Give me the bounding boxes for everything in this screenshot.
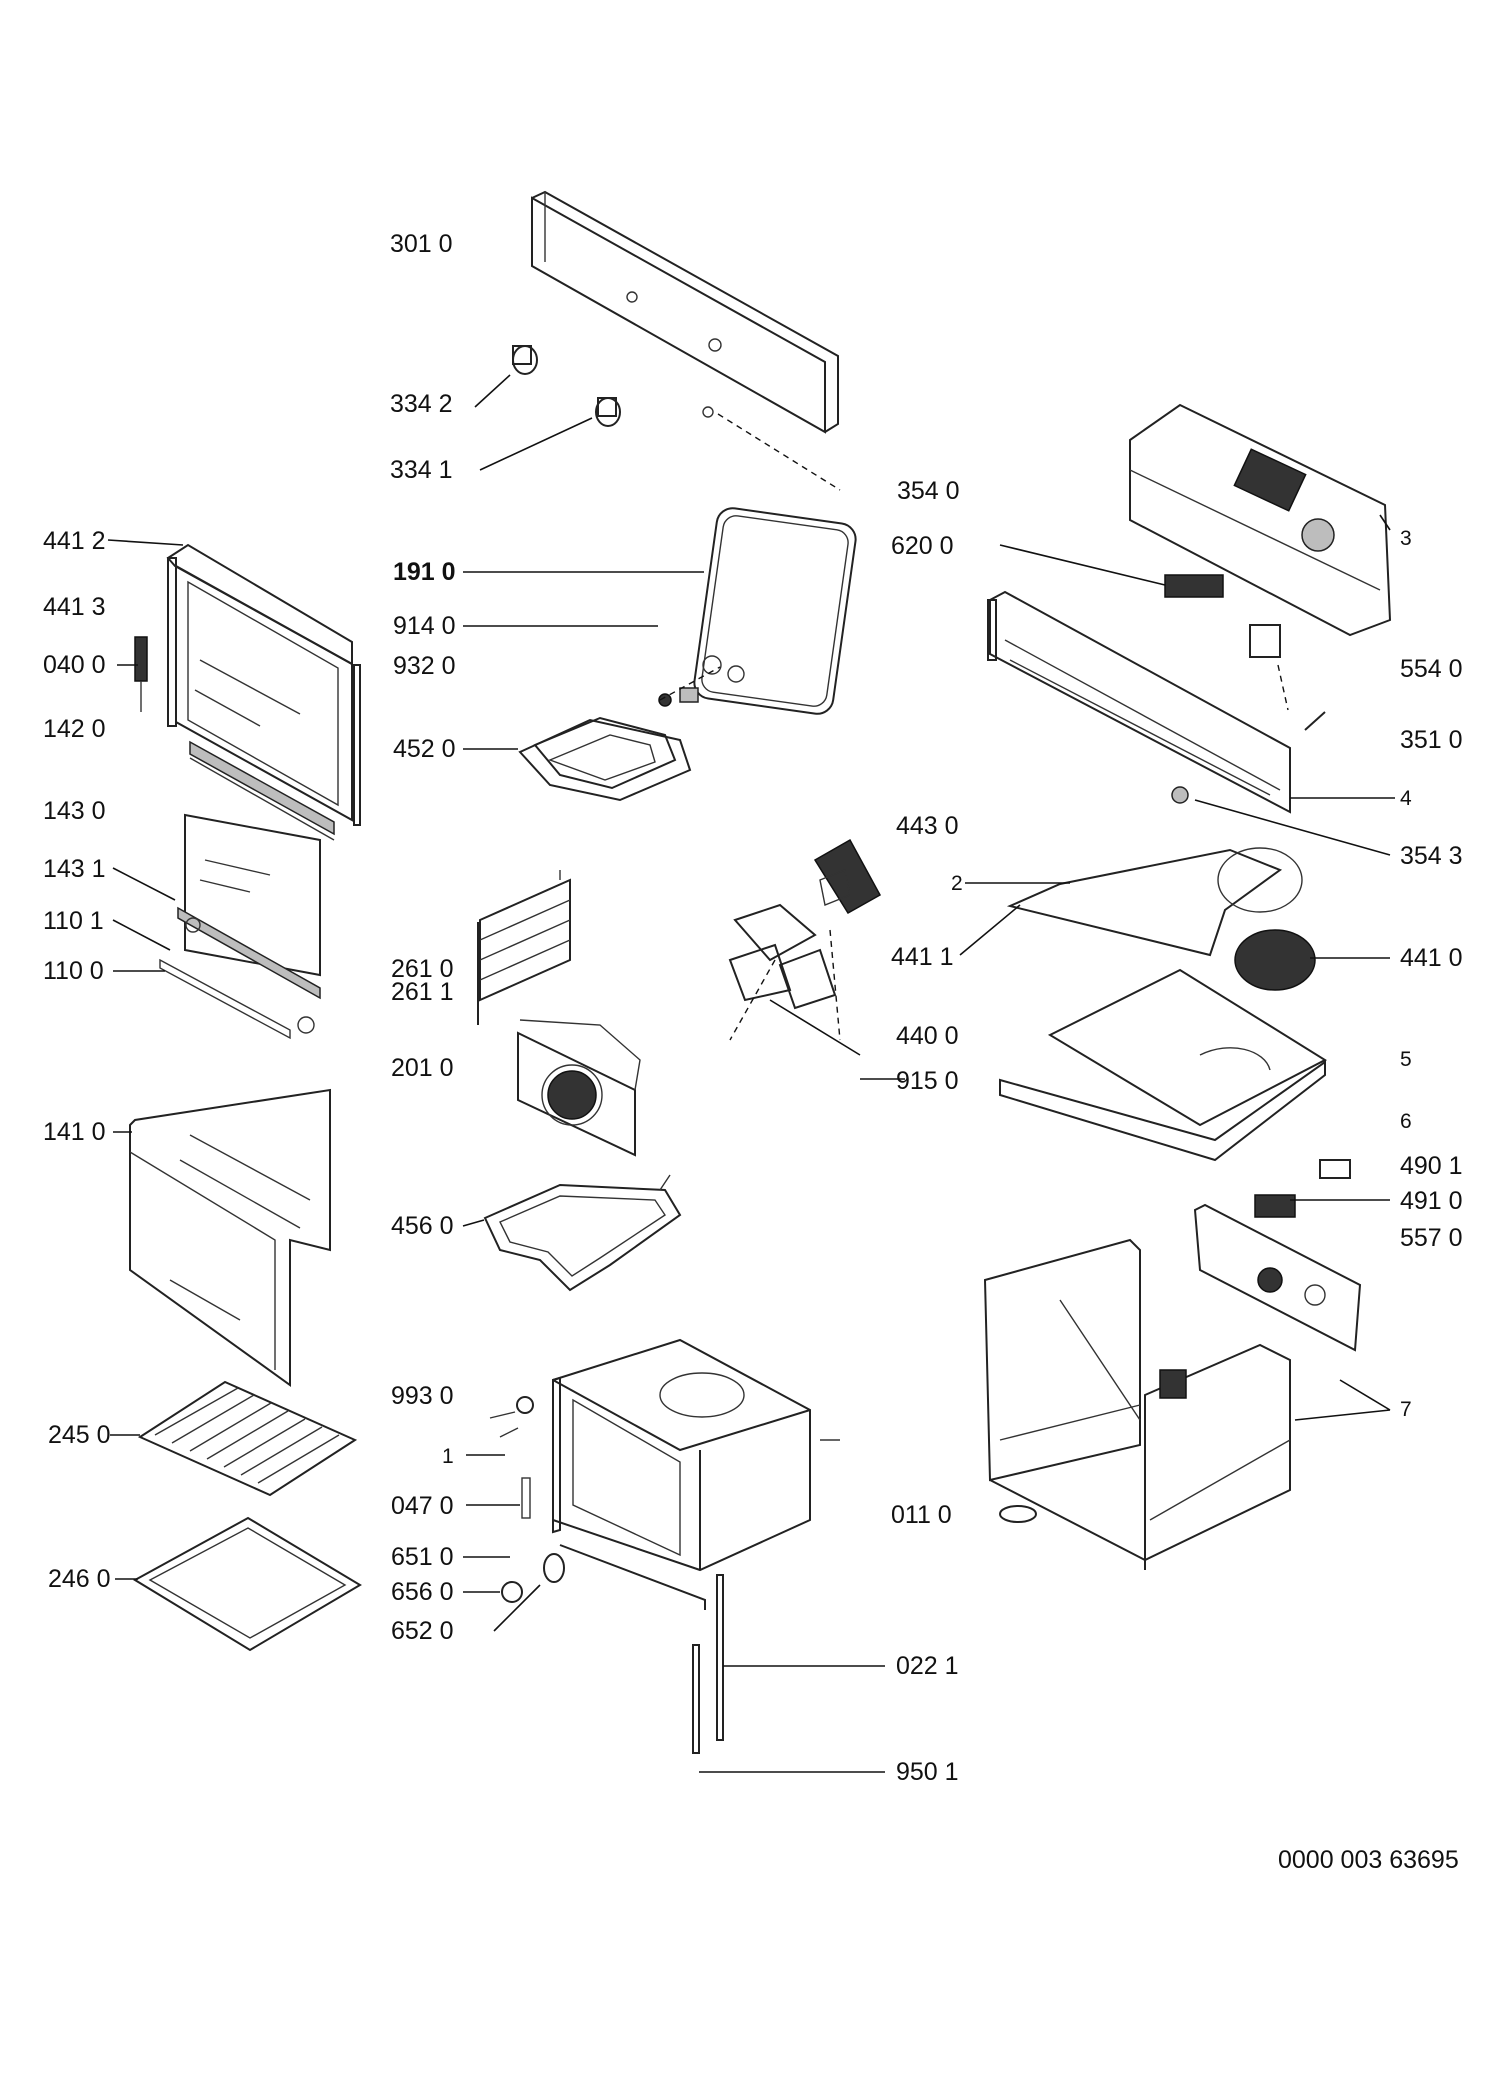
part-label-491-0: 491 0 bbox=[1400, 1187, 1463, 1215]
rear-fan-cover-part bbox=[517, 1019, 641, 1157]
part-label-652-0: 652 0 bbox=[391, 1617, 454, 1645]
part-label-261-1: 261 1 bbox=[391, 978, 454, 1006]
door-seal-part bbox=[693, 507, 857, 715]
part-label-2: 2 bbox=[951, 872, 963, 895]
part-label-5: 5 bbox=[1400, 1048, 1412, 1071]
part-label-245-0: 245 0 bbox=[48, 1421, 111, 1449]
control-knob-part bbox=[512, 345, 621, 427]
oven-cavity-part bbox=[552, 1338, 840, 1610]
oven-lamp-part bbox=[489, 1396, 565, 1603]
part-label-110-0: 110 0 bbox=[43, 957, 104, 985]
door-hinge-part bbox=[134, 636, 148, 712]
part-label-143-0: 143 0 bbox=[43, 797, 106, 825]
part-label-456-0: 456 0 bbox=[391, 1212, 454, 1240]
shelf-support-part bbox=[477, 870, 571, 1025]
grill-element-part bbox=[518, 655, 745, 802]
part-label-452-0: 452 0 bbox=[393, 735, 456, 763]
part-label-334-1: 334 1 bbox=[390, 456, 453, 484]
fan-housing-part bbox=[1006, 847, 1316, 991]
part-label-4: 4 bbox=[1400, 787, 1412, 810]
part-label-141-0: 141 0 bbox=[43, 1118, 106, 1146]
part-label-950-1: 950 1 bbox=[896, 1758, 959, 1786]
part-label-620-0: 620 0 bbox=[891, 532, 954, 560]
control-panel-part bbox=[531, 190, 841, 491]
part-label-490-1: 490 1 bbox=[1400, 1152, 1463, 1180]
part-label-3: 3 bbox=[1400, 527, 1412, 550]
part-label-142-0: 142 0 bbox=[43, 715, 106, 743]
part-label-7: 7 bbox=[1400, 1398, 1412, 1421]
part-label-110-1: 110 1 bbox=[43, 907, 104, 935]
part-label-651-0: 651 0 bbox=[391, 1543, 454, 1571]
part-label-301-0: 301 0 bbox=[390, 230, 453, 258]
foot-part bbox=[999, 1505, 1037, 1523]
part-label-040-0: 040 0 bbox=[43, 651, 106, 679]
document-number: 0000 003 63695 bbox=[1278, 1846, 1459, 1874]
part-label-915-0: 915 0 bbox=[896, 1067, 959, 1095]
leader-lines bbox=[107, 374, 1395, 1773]
side-trim-strip-part bbox=[692, 1574, 724, 1754]
electronics-top-part bbox=[1129, 403, 1392, 637]
part-label-6: 6 bbox=[1400, 1110, 1412, 1133]
part-label-354-0: 354 0 bbox=[897, 477, 960, 505]
rear-panel-part bbox=[1193, 1159, 1362, 1352]
part-label-656-0: 656 0 bbox=[391, 1578, 454, 1606]
part-label-261-0: 261 0 bbox=[391, 955, 454, 983]
grid-shelf-part bbox=[137, 1380, 358, 1497]
front-trim-rail-part bbox=[987, 590, 1291, 814]
part-label-554-0: 554 0 bbox=[1400, 655, 1463, 683]
part-label-441-0: 441 0 bbox=[1400, 944, 1463, 972]
part-label-191-0: 191 0 bbox=[393, 558, 456, 586]
part-label-022-1: 022 1 bbox=[896, 1652, 959, 1680]
part-label-441-2: 441 2 bbox=[43, 527, 106, 555]
part-label-441-1: 441 1 bbox=[891, 943, 954, 971]
door-frame-part bbox=[166, 543, 361, 841]
part-label-246-0: 246 0 bbox=[48, 1565, 111, 1593]
part-label-914-0: 914 0 bbox=[393, 612, 456, 640]
part-label-354-3: 354 3 bbox=[1400, 842, 1463, 870]
oven-casing-frame-part bbox=[983, 1238, 1291, 1570]
fan-motor-part bbox=[728, 838, 882, 1041]
part-label-047-0: 047 0 bbox=[391, 1492, 454, 1520]
part-label-143-1: 143 1 bbox=[43, 855, 106, 883]
part-label-1: 1 bbox=[442, 1445, 454, 1468]
part-label-932-0: 932 0 bbox=[393, 652, 456, 680]
part-label-443-0: 443 0 bbox=[896, 812, 959, 840]
part-label-441-3: 441 3 bbox=[43, 593, 106, 621]
part-label-557-0: 557 0 bbox=[1400, 1224, 1463, 1252]
inner-door-glass-part bbox=[159, 813, 321, 1040]
part-label-201-0: 201 0 bbox=[391, 1054, 454, 1082]
outer-door-glass-part bbox=[129, 1088, 331, 1387]
baking-tray-part bbox=[133, 1516, 362, 1652]
part-label-993-0: 993 0 bbox=[391, 1382, 454, 1410]
part-label-351-0: 351 0 bbox=[1400, 726, 1463, 754]
thermostat-part bbox=[1171, 624, 1326, 804]
part-label-011-0: 011 0 bbox=[891, 1501, 952, 1529]
cooling-plate-part bbox=[999, 968, 1328, 1162]
part-label-440-0: 440 0 bbox=[896, 1022, 959, 1050]
lower-heating-element-part bbox=[483, 1174, 682, 1292]
part-label-334-2: 334 2 bbox=[390, 390, 453, 418]
